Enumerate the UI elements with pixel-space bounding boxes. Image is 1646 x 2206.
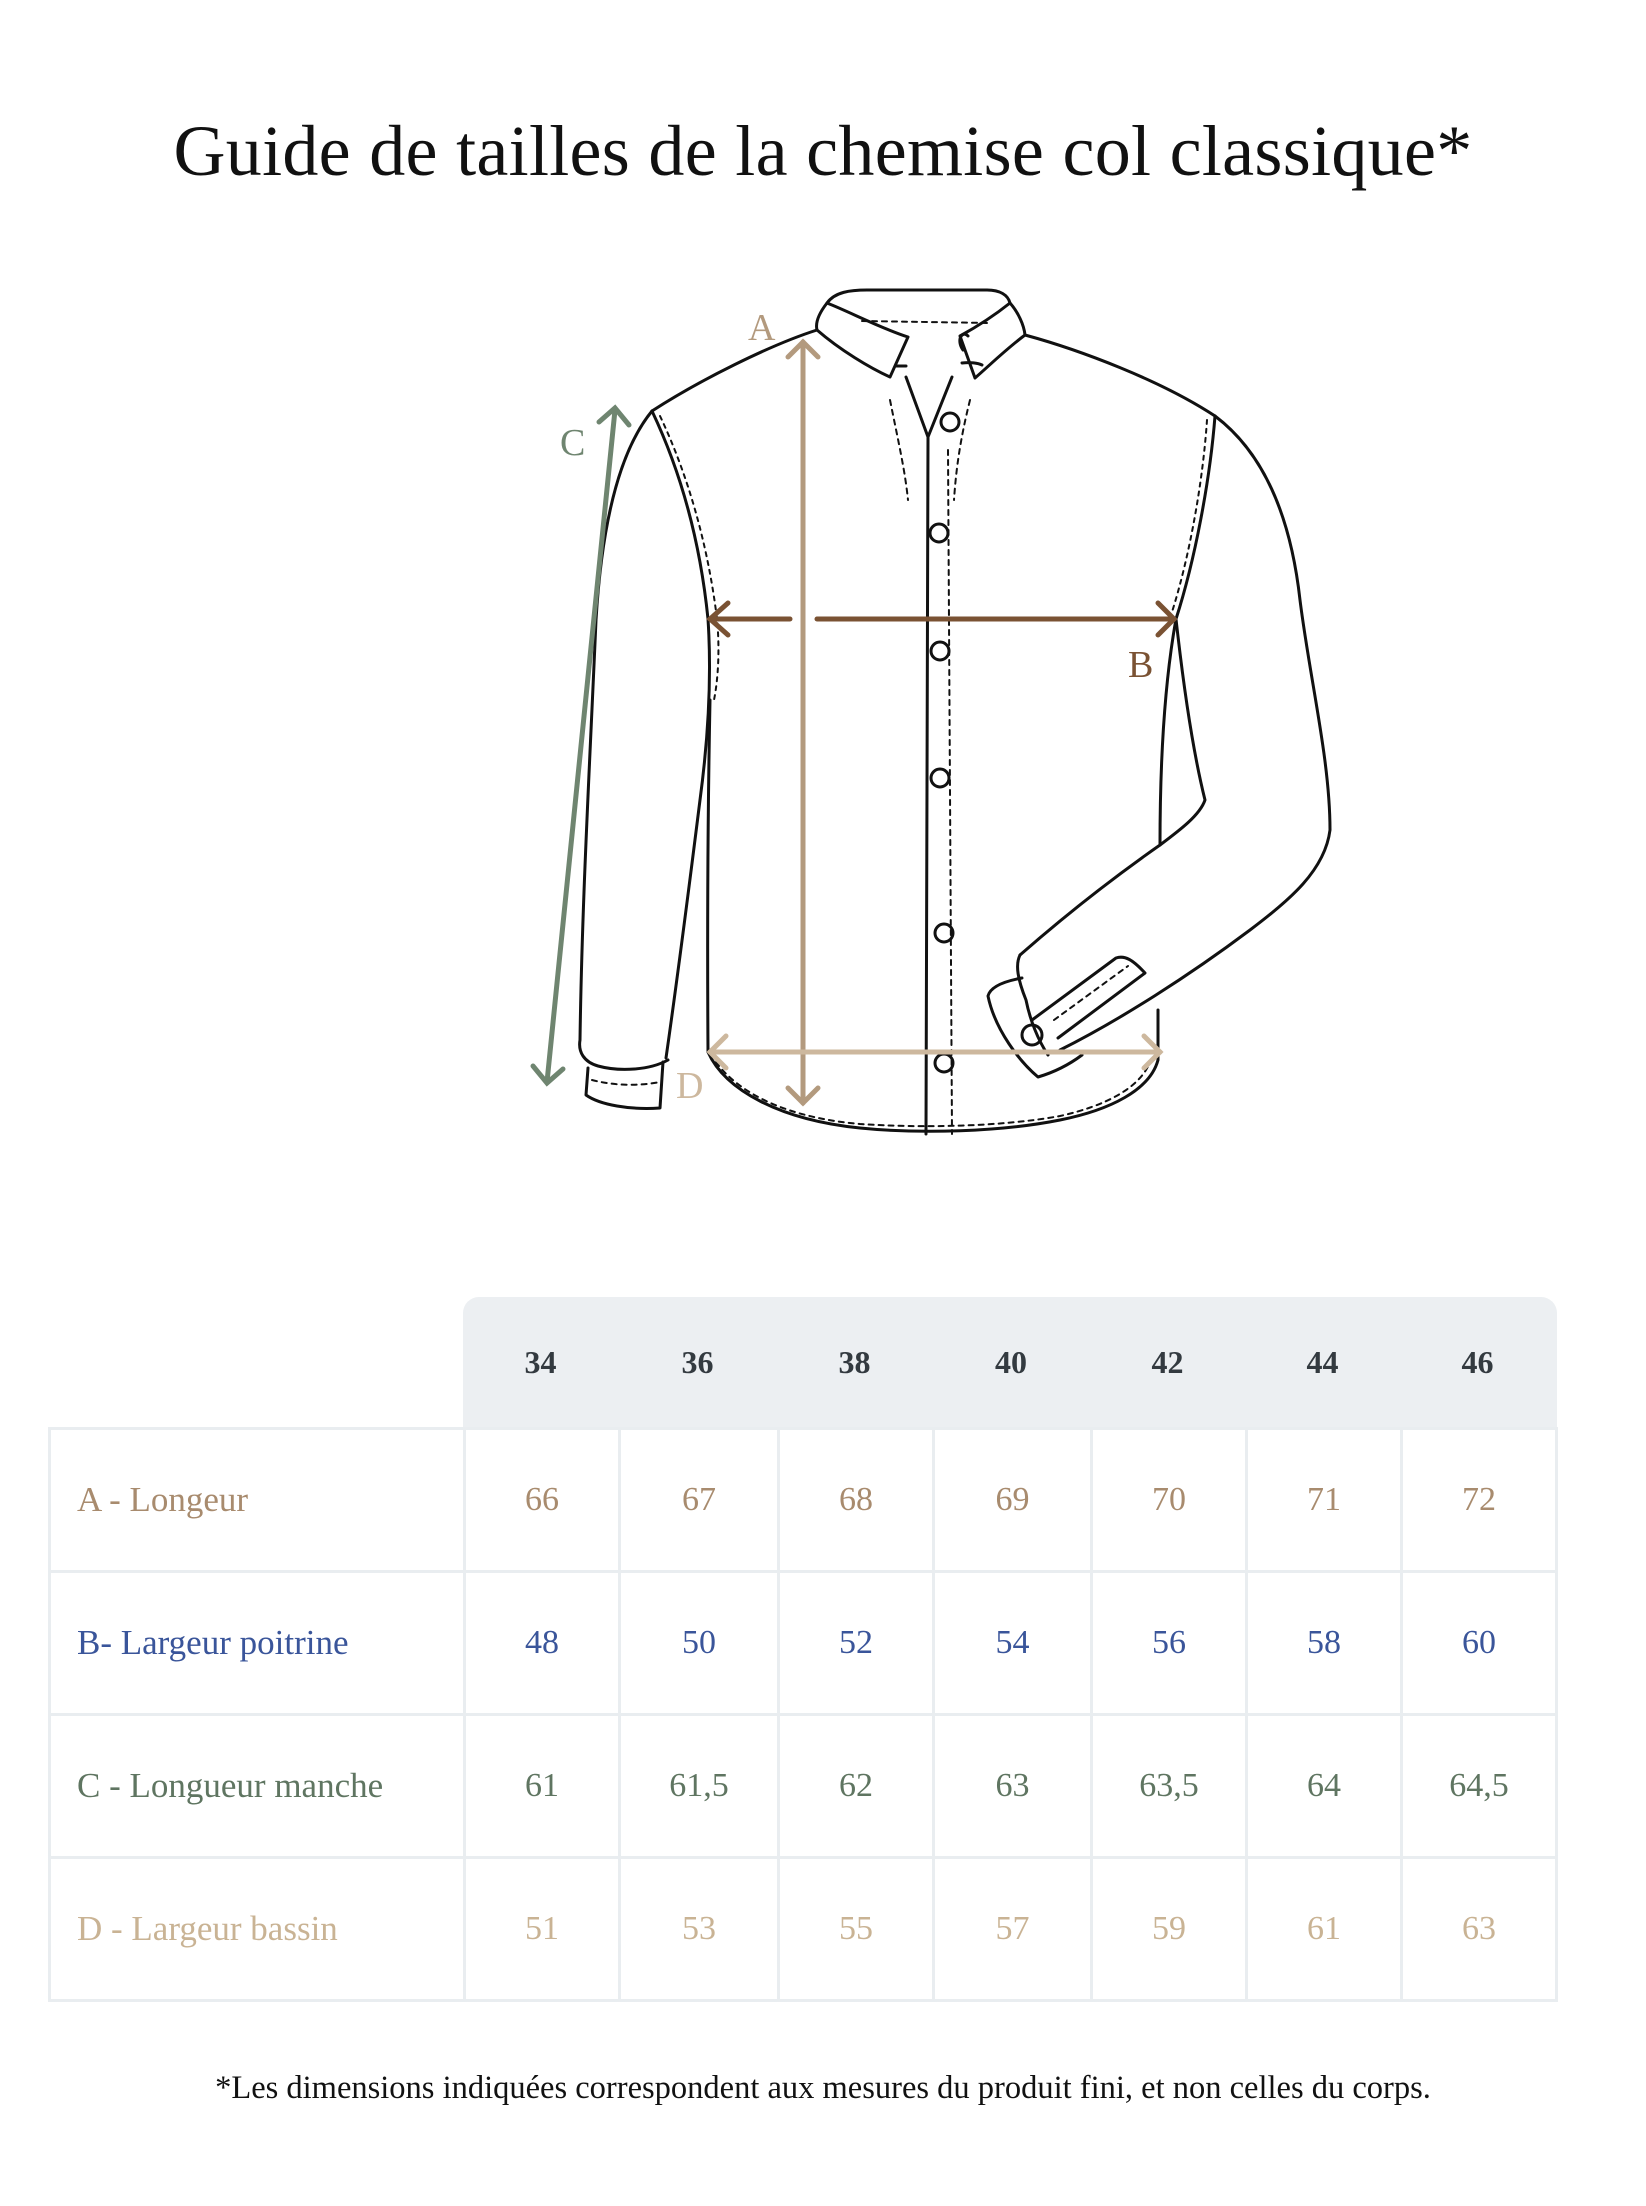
arrow-c-icon <box>530 404 632 1087</box>
table-cell: 54 <box>932 1570 1093 1716</box>
size-table: A - Longeur 66 67 68 69 70 71 72 B- Larg… <box>48 1427 1558 2002</box>
table-cell: 51 <box>463 1856 621 2002</box>
size-header-cell: 34 <box>524 1344 557 1380</box>
row-label: B- Largeur poitrine <box>48 1570 466 1716</box>
label-d: D <box>676 1065 703 1107</box>
shirt-illustration: A B C D <box>530 288 1332 1136</box>
table-cell: 64,5 <box>1400 1713 1558 1859</box>
table-cell: 53 <box>618 1856 780 2002</box>
size-header-cell: 36 <box>681 1344 714 1380</box>
shirt-diagram: A B C D <box>530 288 1332 1136</box>
table-cell: 61 <box>463 1713 621 1859</box>
label-c: C <box>560 422 585 464</box>
table-row: D - Largeur bassin 51 53 55 57 59 61 63 <box>48 1856 1558 2002</box>
table-cell: 64 <box>1245 1713 1403 1859</box>
table-cell: 55 <box>777 1856 935 2002</box>
shirt-outline <box>578 288 1332 1136</box>
table-cell: 63 <box>1400 1856 1558 2002</box>
table-cell: 62 <box>777 1713 935 1859</box>
footnote: *Les dimensions indiquées correspondent … <box>215 2070 1431 2106</box>
size-header-cell: 46 <box>1461 1344 1494 1380</box>
table-cell: 50 <box>618 1570 780 1716</box>
table-cell: 60 <box>1400 1570 1558 1716</box>
row-label: D - Largeur bassin <box>48 1856 466 2002</box>
table-cell: 48 <box>463 1570 621 1716</box>
table-cell: 58 <box>1245 1570 1403 1716</box>
size-header-cell: 38 <box>838 1344 871 1380</box>
arrow-b-icon <box>706 600 1178 638</box>
table-cell: 57 <box>932 1856 1093 2002</box>
table-cell: 52 <box>777 1570 935 1716</box>
table-cell: 70 <box>1090 1427 1248 1573</box>
size-header-cell: 44 <box>1306 1344 1339 1380</box>
table-row: C - Longueur manche 61 61,5 62 63 63,5 6… <box>48 1713 1558 1859</box>
row-label: A - Longeur <box>48 1427 466 1573</box>
size-header-cell: 42 <box>1151 1344 1184 1380</box>
row-label: C - Longueur manche <box>48 1713 466 1859</box>
arrow-a-icon <box>785 338 821 1107</box>
table-cell: 68 <box>777 1427 935 1573</box>
table-row: B- Largeur poitrine 48 50 52 54 56 58 60 <box>48 1570 1558 1716</box>
page-title: Guide de tailles de la chemise col class… <box>173 111 1473 191</box>
table-cell: 63,5 <box>1090 1713 1248 1859</box>
table-cell: 59 <box>1090 1856 1248 2002</box>
label-b: B <box>1128 644 1153 686</box>
table-row: A - Longeur 66 67 68 69 70 71 72 <box>48 1427 1558 1573</box>
table-cell: 71 <box>1245 1427 1403 1573</box>
label-a: A <box>748 307 776 349</box>
table-cell: 69 <box>932 1427 1093 1573</box>
table-cell: 66 <box>463 1427 621 1573</box>
table-cell: 56 <box>1090 1570 1248 1716</box>
table-cell: 63 <box>932 1713 1093 1859</box>
arrow-d-icon <box>706 1033 1164 1071</box>
table-cell: 61,5 <box>618 1713 780 1859</box>
size-header-row: 34 36 38 40 42 44 46 <box>463 1297 1557 1428</box>
size-header-cell: 40 <box>995 1344 1027 1380</box>
table-cell: 67 <box>618 1427 780 1573</box>
table-cell: 72 <box>1400 1427 1558 1573</box>
table-cell: 61 <box>1245 1856 1403 2002</box>
